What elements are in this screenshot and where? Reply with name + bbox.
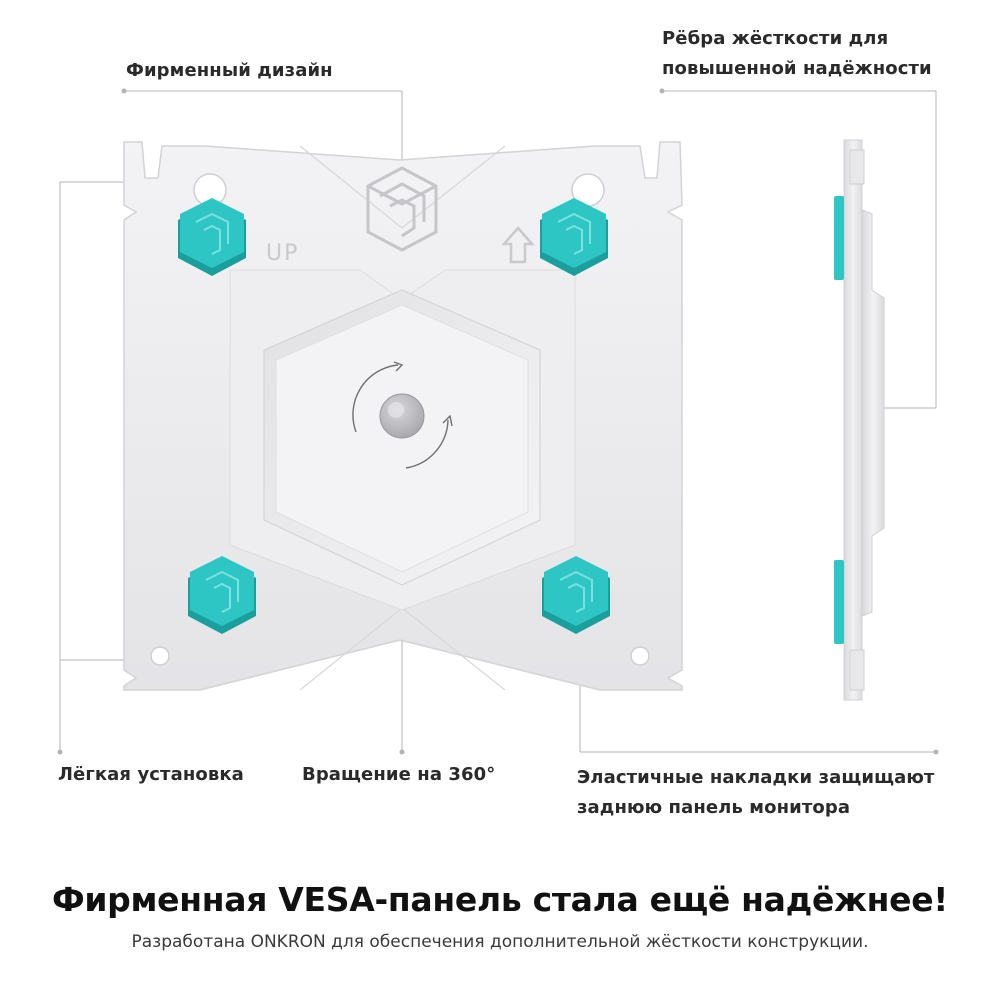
callout-pads-line2: заднюю панель монитора xyxy=(577,797,851,818)
leader-pads-dot xyxy=(933,749,939,755)
callout-easy-install-text: Лёгкая установка xyxy=(58,764,244,785)
subline: Разработана ONKRON для обеспечения допол… xyxy=(131,932,869,952)
callout-pads-line1: Эластичные накладки защищают xyxy=(577,767,935,788)
side-pad-bottom xyxy=(834,560,844,644)
up-arrow-icon xyxy=(501,226,535,264)
callout-rotation-text: Вращение на 360° xyxy=(302,764,496,785)
callout-easy-install: Лёгкая установка xyxy=(58,760,244,790)
side-bottom-step xyxy=(849,649,865,691)
callout-elastic-pads: Эластичные накладки защищают заднюю пане… xyxy=(577,763,934,823)
rotation-arrows-icon xyxy=(352,361,453,469)
center-pin xyxy=(379,393,425,439)
up-label: UP xyxy=(266,241,299,266)
vesa-plate-front: UP xyxy=(123,141,683,691)
pad-bottom-left xyxy=(188,556,256,634)
callout-rotation: Вращение на 360° xyxy=(302,760,495,790)
callout-brand-design-text: Фирменный дизайн xyxy=(126,60,333,81)
callout-ribs-line1: Рёбра жёсткости для xyxy=(662,28,889,49)
pad-top-left xyxy=(178,198,246,276)
leader-brand-dot xyxy=(121,88,127,94)
callout-ribs-line2: повышенной надёжности xyxy=(662,58,932,79)
callout-brand-design: Фирменный дизайн xyxy=(126,56,333,86)
headline: Фирменная VESA-панель стала ещё надёжнее… xyxy=(51,880,949,919)
side-top-step xyxy=(849,149,865,185)
leader-install-dot xyxy=(57,749,63,755)
elastic-pads xyxy=(178,198,610,634)
leader-rotate-dot xyxy=(399,749,405,755)
side-back-rail xyxy=(843,139,863,701)
pad-top-right xyxy=(540,198,608,276)
callout-stiffening-ribs: Рёбра жёсткости для повышенной надёжност… xyxy=(662,24,932,84)
leader-ribs-dot xyxy=(659,88,665,94)
side-rib-profile xyxy=(861,209,885,617)
side-pad-top xyxy=(834,196,844,280)
center-pin-highlight xyxy=(388,402,404,418)
mount-hole-bottom-right xyxy=(630,646,650,666)
pad-bottom-right xyxy=(542,556,610,634)
plate-x-cutout-top xyxy=(299,145,506,229)
mount-hole-bottom-left xyxy=(150,646,170,666)
onkron-cube-logo-icon xyxy=(366,166,438,252)
vesa-plate-side-view xyxy=(834,139,885,701)
